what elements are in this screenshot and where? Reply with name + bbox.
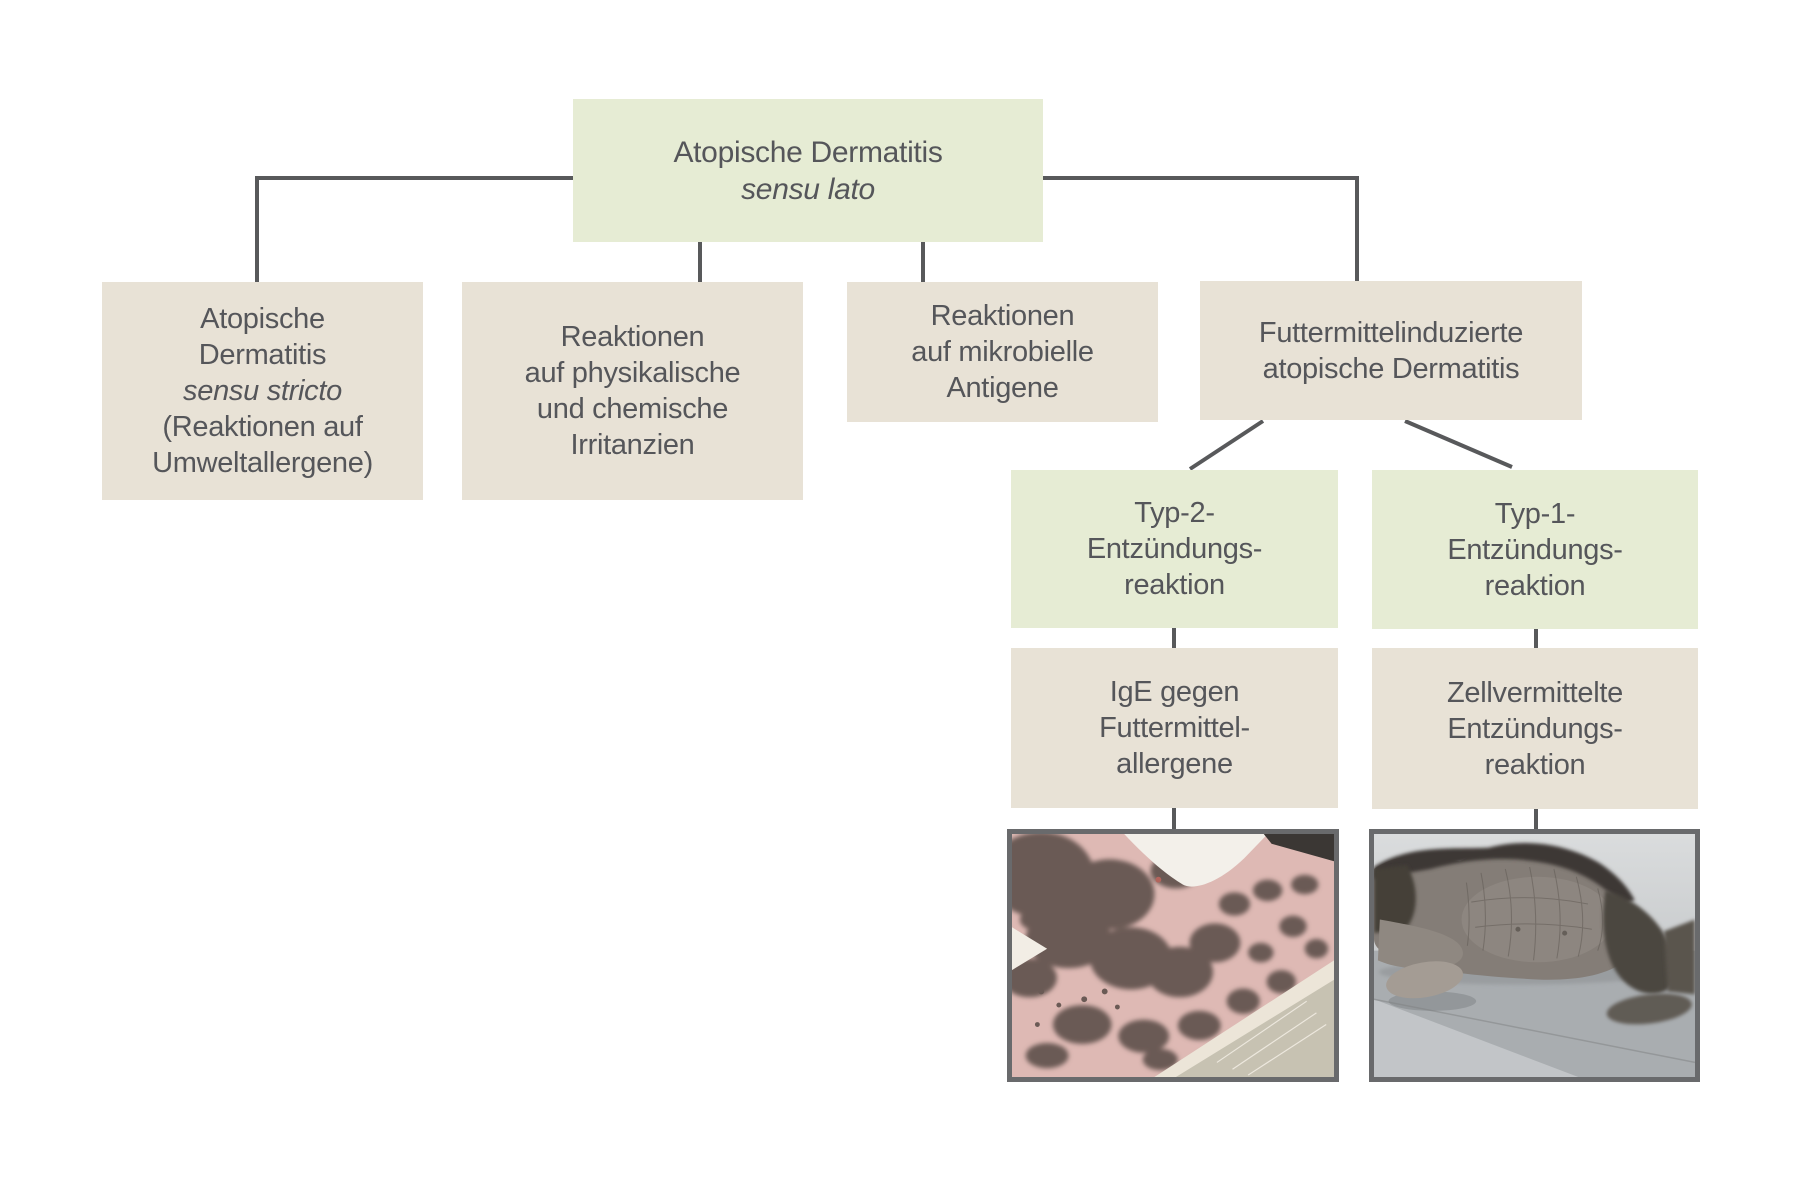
node-label-line: sensu lato (741, 172, 875, 206)
node-reaktionen-mikrobielle-antigene: Reaktionen auf mikrobielle Antigene (847, 282, 1158, 422)
node-futtermittelinduzierte-atopische-dermatitis: Futtermittelinduzierte atopische Dermati… (1200, 281, 1582, 420)
node-label-line: Umweltallergene) (152, 447, 373, 479)
node-ige-gegen-futtermittelallergene: IgE gegen Futtermittel- allergene (1011, 648, 1338, 808)
node-label-line: Antigene (946, 372, 1059, 404)
connector-line (1404, 419, 1513, 469)
node-label: Zellvermittelte Entzündungs- reaktion (1447, 675, 1623, 783)
node-label-line: Atopische Dermatitis (673, 135, 943, 169)
node-label: Reaktionen auf mikrobielle Antigene (911, 298, 1094, 406)
node-label-line: reaktion (1484, 569, 1586, 602)
node-label-line: Entzündungs- (1447, 533, 1623, 566)
node-label-line: reaktion (1124, 569, 1225, 601)
node-reaktionen-irritanzien: Reaktionen auf physikalische und chemisc… (462, 282, 803, 500)
node-label-line: Zellvermittelte (1447, 676, 1623, 709)
connector-line (1043, 176, 1359, 281)
node-label-line: Futtermittelinduzierte (1258, 316, 1524, 349)
node-label-line: Dermatitis (198, 339, 327, 371)
connector-line (255, 176, 573, 282)
node-label: Atopische Dermatitis sensu stricto (Reak… (152, 301, 373, 481)
node-label-line: und chemische (536, 393, 729, 425)
node-label: Futtermittelinduzierte atopische Dermati… (1259, 315, 1523, 387)
node-typ-2-entzuendungsreaktion: Typ-2- Entzündungs- reaktion (1011, 470, 1338, 628)
node-label: Typ-2- Entzündungs- reaktion (1086, 495, 1263, 603)
node-label-line: atopische Dermatitis (1262, 352, 1520, 385)
node-label-line: Entzündungs- (1086, 533, 1263, 565)
photo-dog-belly-pigmented-spots (1007, 829, 1339, 1082)
connector-line (1188, 419, 1265, 471)
node-label-line: Entzündungs- (1447, 712, 1623, 745)
node-label-line: (Reaktionen auf (162, 411, 363, 443)
node-label-line: sensu stricto (183, 375, 342, 407)
node-label: Typ-1- Entzündungs- reaktion (1447, 496, 1623, 604)
node-label: IgE gegen Futtermittel- allergene (1099, 674, 1250, 782)
node-label-line: Atopische (200, 303, 325, 335)
node-label-line: Typ-2- (1134, 497, 1215, 529)
node-label-line: reaktion (1484, 748, 1586, 781)
node-label-line: allergene (1116, 748, 1233, 780)
node-label-line: auf mikrobielle (911, 336, 1094, 368)
photo-animal-gray-skin-table (1369, 829, 1700, 1082)
node-atopische-dermatitis-sensu-stricto: Atopische Dermatitis sensu stricto (Reak… (102, 282, 423, 500)
photo-right-illustration (1374, 834, 1695, 1077)
node-label-line: IgE gegen (1109, 676, 1240, 708)
node-label-line: Futtermittel- (1099, 712, 1250, 744)
node-atopische-dermatitis-sensu-lato: Atopische Dermatitis sensu lato (573, 99, 1043, 242)
node-label-line: Irritanzien (570, 429, 695, 461)
node-label-line: Reaktionen (930, 300, 1075, 332)
photo-left-illustration (1012, 834, 1334, 1077)
node-zellvermittelte-entzuendungsreaktion: Zellvermittelte Entzündungs- reaktion (1372, 648, 1698, 809)
node-label: Atopische Dermatitis sensu lato (673, 134, 942, 208)
node-label: Reaktionen auf physikalische und chemisc… (525, 319, 741, 463)
node-label-line: auf physikalische (524, 357, 741, 389)
node-typ-1-entzuendungsreaktion: Typ-1- Entzündungs- reaktion (1372, 470, 1698, 629)
node-label-line: Typ-1- (1494, 497, 1576, 530)
node-label-line: Reaktionen (560, 321, 705, 353)
